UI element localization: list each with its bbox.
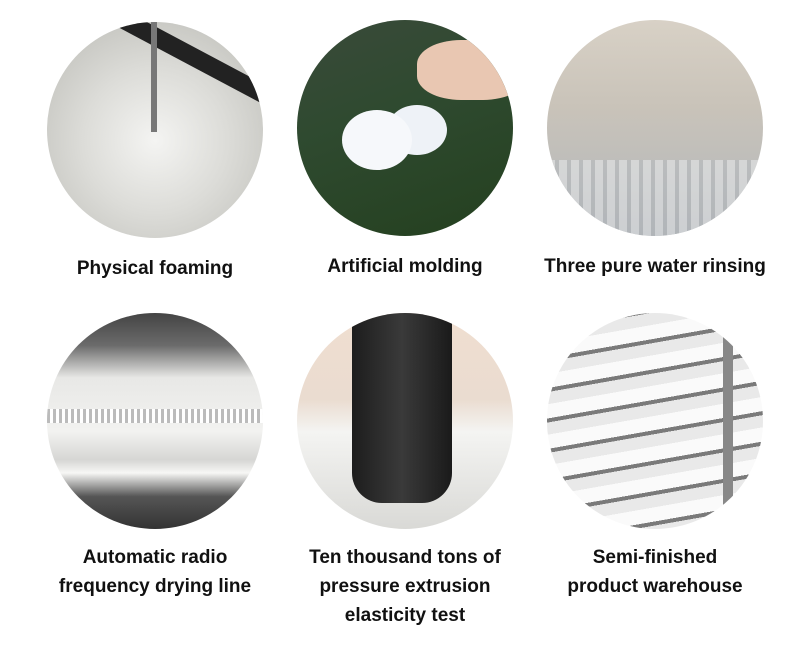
step-caption: Semi-finished product warehouse [525,543,785,601]
caption-line: Automatic radio [82,547,228,568]
drying-line-photo [47,313,263,529]
step-caption: Ten thousand tons of pressure extrusion … [275,543,535,630]
caption-line: pressure extrusion [319,576,491,597]
caption-line: Ten thousand tons of [309,547,501,568]
process-step-water-rinsing: Three pure water rinsing [525,20,785,281]
process-step-drying-line: Automatic radio frequency drying line [25,313,285,601]
caption-line: Semi-finished [592,547,718,568]
process-step-artificial-molding: Artificial molding [275,20,535,281]
step-caption: Automatic radio frequency drying line [25,543,285,601]
physical-foaming-photo [47,22,263,238]
caption-line: frequency drying line [58,576,252,597]
warehouse-photo [547,313,763,529]
step-caption: Artificial molding [327,256,483,277]
process-step-elasticity-test: Ten thousand tons of pressure extrusion … [275,313,535,630]
process-step-physical-foaming: Physical foaming [25,22,285,283]
caption-line: elasticity test [344,605,466,626]
caption-line: product warehouse [567,576,743,597]
water-rinsing-photo [547,20,763,236]
process-step-warehouse: Semi-finished product warehouse [525,313,785,601]
step-caption: Three pure water rinsing [544,256,766,277]
step-caption: Physical foaming [76,258,234,279]
artificial-molding-photo [297,20,513,236]
elasticity-test-photo [297,313,513,529]
